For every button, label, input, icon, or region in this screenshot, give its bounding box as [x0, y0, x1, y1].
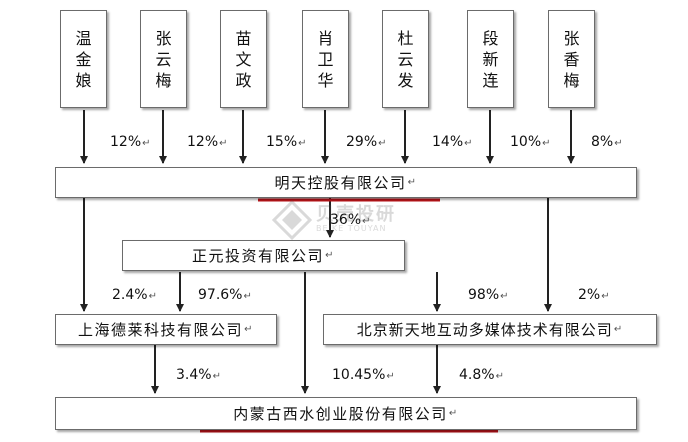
- shareholder-box-1: 温 金 娘: [60, 10, 107, 108]
- shareholder-box-6: 段 新 连: [467, 10, 514, 108]
- pct-shanghai-to-neimeng: 3.4%↵: [176, 367, 221, 383]
- shareholder-box-7: 张 香 梅: [548, 10, 595, 108]
- pct-shareholder-3: 15%↵: [266, 134, 307, 150]
- company-neimeng: 内蒙古西水创业股份有限公司↵: [55, 397, 637, 430]
- shareholder-box-2: 张 云 梅: [140, 10, 187, 108]
- company-zhengyuan: 正元投资有限公司↵: [122, 240, 405, 271]
- pct-shareholder-5: 14%↵: [432, 134, 473, 150]
- pct-shareholder-1: 12%↵: [110, 134, 151, 150]
- pct-zhengyuan-to-beijing: 98%↵: [468, 287, 509, 303]
- watermark-subtext: BEIKE TOUYAN: [316, 224, 387, 233]
- pct-shareholder-6: 10%↵: [510, 134, 551, 150]
- watermark: 贝壳投研 BEIKE TOUYAN: [272, 196, 432, 246]
- pct-beijing-to-neimeng: 4.8%↵: [459, 367, 504, 383]
- pct-shareholder-2: 12%↵: [187, 134, 228, 150]
- pct-zhengyuan-to-shanghai: 97.6%↵: [198, 287, 252, 303]
- company-shanghai: 上海德莱科技有限公司↵: [55, 314, 277, 345]
- pct-mingtian-to-beijing: 2%↵: [578, 287, 610, 303]
- shareholder-box-4: 肖 卫 华: [302, 10, 349, 108]
- pct-shareholder-4: 29%↵: [346, 134, 387, 150]
- pct-mingtian-to-zhengyuan: 36%↵: [330, 212, 371, 228]
- watermark-logo-icon: [272, 200, 312, 240]
- pct-zhengyuan-to-neimeng: 10.45%↵: [332, 367, 395, 383]
- shareholder-box-3: 苗 文 政: [220, 10, 267, 108]
- company-beijing: 北京新天地互动多媒体技术有限公司↵: [323, 314, 657, 345]
- company-mingtian: 明天控股有限公司↵: [55, 167, 637, 198]
- watermark-text: 贝壳投研: [316, 204, 396, 225]
- pct-shareholder-7: 8%↵: [591, 134, 623, 150]
- pct-mingtian-to-shanghai: 2.4%↵: [112, 287, 157, 303]
- shareholder-box-5: 杜 云 发: [382, 10, 429, 108]
